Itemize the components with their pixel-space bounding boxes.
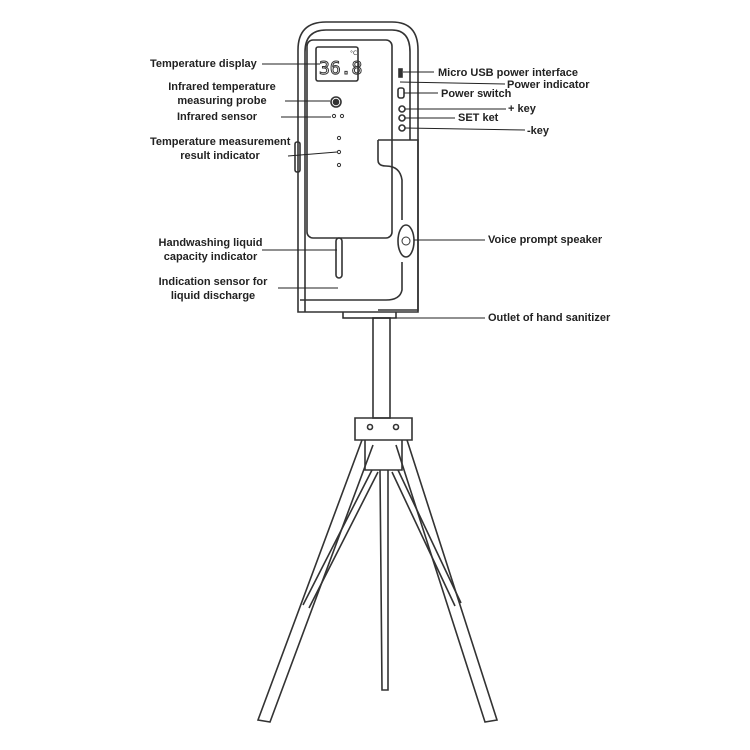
sanitizer-holder [300, 139, 419, 311]
plus-key [398, 105, 406, 113]
label-line: liquid discharge [170, 290, 256, 302]
label-line: Indication sensor for [158, 276, 268, 288]
result-indicator-led [336, 135, 342, 141]
label-set-key: SET ket [458, 112, 499, 124]
label-line: Handwashing liquid [158, 237, 263, 249]
pole [372, 317, 391, 419]
display-reading: 36.8 [319, 58, 362, 79]
leader-line [399, 81, 506, 85]
label-power-switch: Power switch [441, 88, 512, 100]
tripod-leg-right [395, 439, 499, 723]
label-line: Infrared temperature [168, 81, 276, 93]
label-speaker: Voice prompt speaker [488, 234, 603, 246]
result-indicator-led [336, 162, 342, 168]
label-temperature-display: Temperature display [150, 58, 257, 70]
result-indicator-led [336, 149, 342, 155]
leader-line [287, 151, 338, 157]
label-discharge-sensor: Indication sensor for liquid discharge [153, 275, 273, 303]
side-indicator-strip [294, 141, 301, 173]
label-line: result indicator [180, 150, 260, 162]
hub-bolt [366, 423, 374, 431]
tripod-hub [354, 417, 413, 471]
label-line: Temperature measurement [150, 136, 291, 148]
label-power-indicator: Power indicator [507, 79, 590, 91]
label-micro-usb: Micro USB power interface [438, 67, 578, 79]
label-infrared-sensor: Infrared sensor [177, 111, 258, 123]
label-capacity-indicator: Handwashing liquid capacity indicator [153, 236, 268, 264]
infrared-probe-lens [332, 98, 340, 106]
front-panel [306, 39, 393, 239]
device-body-inner-edge [304, 29, 411, 312]
leader-lines [262, 63, 526, 319]
tripod-leg-middle [379, 469, 389, 691]
speaker-grille [401, 236, 411, 246]
label-outlet: Outlet of hand sanitizer [488, 312, 611, 324]
label-line: capacity indicator [163, 251, 258, 263]
speaker [397, 224, 415, 258]
label-result-indicator: Temperature measurement result indicator [150, 135, 290, 163]
display-unit: °C [350, 50, 357, 57]
sanitizer-outlet [342, 312, 397, 319]
label-minus-key: -key [527, 125, 550, 137]
power-switch [397, 87, 405, 99]
infrared-sensor [339, 113, 345, 119]
set-key [398, 114, 406, 122]
tripod-brace-left [302, 469, 379, 609]
infrared-sensor [331, 113, 337, 119]
leader-line [404, 127, 526, 131]
label-infrared-probe: Infrared temperature measuring probe [160, 80, 284, 108]
device-body [297, 21, 419, 313]
infrared-probe [330, 96, 342, 108]
hub-bolt [392, 423, 400, 431]
label-plus-key: + key [508, 103, 536, 115]
minus-key [398, 124, 406, 132]
usb-port [398, 68, 403, 78]
label-line: measuring probe [177, 95, 267, 107]
capacity-window [335, 237, 343, 279]
tripod-brace-right [391, 469, 462, 607]
